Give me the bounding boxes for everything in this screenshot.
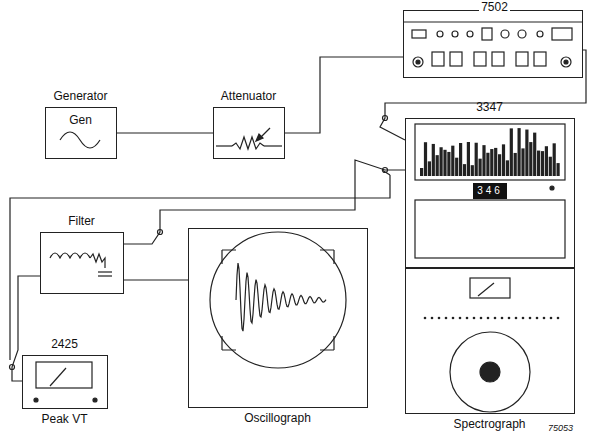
signal-wire [117,133,213,134]
instrument-label: Oscillograph [244,411,311,425]
figure-number: 75053 [548,421,573,435]
signal-wire [124,160,405,244]
spectrum-bar [447,152,450,176]
instrument-box: Spectrograph [405,268,575,414]
instrument-box: 7502 [403,10,583,78]
spectrum-bar [498,154,501,176]
spectrum-bar [518,128,521,176]
instrument-label: Attenuator [221,89,276,103]
spectrum-bar [459,143,462,176]
instrument-box: 2425Peak VT [22,355,108,409]
instrument-sublabel: Peak VT [41,412,87,426]
instrument-box: GeneratorGen [45,107,117,159]
wire-line [12,276,40,381]
panel-details [10,22,584,412]
spectrum-bar [479,159,482,176]
spectrum-bar [529,142,532,176]
panel-dot [424,317,427,320]
panel-dot [494,317,497,320]
wire-line [285,57,403,133]
spectrum-bar [521,148,524,176]
instrument-label: 3347 [476,100,503,114]
oscillogram [236,263,326,331]
panel-dot [459,317,462,320]
panel-dot [480,317,483,320]
panel-dot [508,317,511,320]
spectrum-bar [502,144,505,176]
spectrum-bar [525,130,528,176]
spectrum-bar [455,158,458,176]
instrument-box: Oscillograph [188,228,368,408]
spectrum-bar [420,168,423,176]
signal-wire [124,280,188,281]
spectrum-bar [436,155,439,176]
instrument-sublabel: Gen [69,113,92,127]
panel-dot [438,317,441,320]
instrument-box: Attenuator [213,107,285,159]
panel-dot [515,317,518,320]
spectrum-bar [432,144,435,176]
spectrum-bar [471,165,474,176]
signal-wire [285,57,403,133]
digital-readout: 346 [473,183,507,199]
panel-dot [473,317,476,320]
spectrum-bar [443,150,446,176]
panel-dot [529,317,532,320]
instrument-label: 2425 [51,337,78,351]
signal-wire [380,50,586,140]
panel-dot [501,317,504,320]
spectrum-bar [467,142,470,176]
spectrum-bars [420,128,560,176]
spectrum-bar [541,151,544,176]
instrument-label: 7502 [479,0,510,14]
wire-line [117,132,213,133]
wire-line [124,279,188,280]
signal-wire [12,276,40,381]
spectrum-bar [537,151,540,176]
panel-dots [424,317,560,320]
spectrum-bar [545,146,548,176]
wire-line [380,50,586,140]
spectrum-bar [490,149,493,176]
spectrum-bar [553,143,556,176]
spectrum-bar [428,161,431,176]
panel-dot [452,317,455,320]
instrument-label: Spectrograph [453,417,525,431]
spectrum-bar [482,145,485,176]
panel-dot [431,317,434,320]
spectrum-bar [486,153,489,176]
spectrum-bar [424,142,427,176]
panel-dot [543,317,546,320]
panel-dot [487,317,490,320]
spectrum-bar [494,148,497,176]
spectrum-bar [510,128,513,176]
spectrum-bar [557,163,560,176]
panel-dot [466,317,469,320]
spectrum-bar [463,164,466,176]
instrument-label: Generator [53,89,107,103]
panel-dot [522,317,525,320]
spectrum-bar [506,160,509,176]
panel-dot [557,317,560,320]
spectrum-bar [475,143,478,176]
panel-dot [550,317,553,320]
spectrum-bar [549,157,552,176]
spectrum-bar [451,146,454,176]
panel-dot [536,317,539,320]
instrument-box: Filter [40,232,124,294]
spectrum-bar [514,153,517,176]
spectrum-bar [440,147,443,176]
spectrum-bar [533,133,536,176]
panel-dot [445,317,448,320]
wire-line [124,160,405,244]
instrument-label: Filter [68,214,95,228]
